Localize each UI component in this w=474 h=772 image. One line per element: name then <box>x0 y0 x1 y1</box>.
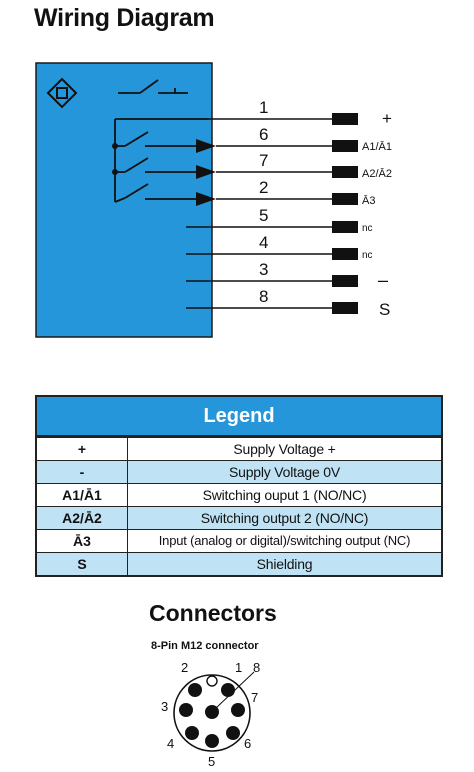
output-arrow <box>196 139 216 153</box>
connector-key <box>206 675 218 687</box>
svg-text:A1/Ā1: A1/Ā1 <box>362 141 392 153</box>
connector-label-3: 3 <box>161 699 168 714</box>
connector-label-7: 7 <box>251 690 258 705</box>
svg-text:5: 5 <box>259 206 268 225</box>
pin-lead-6: 6 A1/Ā1 <box>216 125 392 153</box>
sensor-body <box>35 62 213 338</box>
connector-pin-8 <box>205 705 219 719</box>
legend-symbol: A1/Ā1 <box>37 484 128 506</box>
connectors-title: Connectors <box>149 600 277 626</box>
legend-title: Legend <box>37 397 441 437</box>
wiring-diagram: 1 + 6 A1/Ā1 7 A2/Ā2 2 Ā3 5 nc 4 nc 3 – <box>35 62 392 338</box>
connector-pin-6 <box>226 726 240 740</box>
legend-symbol: + <box>37 438 128 460</box>
connector-pin-3 <box>179 703 193 717</box>
connector-label-2: 2 <box>181 660 188 675</box>
svg-text:7: 7 <box>259 151 268 170</box>
bus-junction <box>112 169 118 175</box>
internal-bus <box>114 118 212 203</box>
legend-symbol: Ā3 <box>37 530 128 552</box>
inductive-sensor-icon <box>46 77 78 109</box>
connector-label-8: 8 <box>253 660 260 675</box>
legend-row: A2/Ā2 Switching output 2 (NO/NC) <box>37 506 441 529</box>
connector-pin-5 <box>205 734 219 748</box>
pin-lead-5: 5 nc <box>212 206 373 234</box>
pin-lead-7: 7 A2/Ā2 <box>216 151 392 180</box>
legend-row: S Shielding <box>37 552 441 575</box>
legend-symbol: S <box>37 553 128 575</box>
output-arrow <box>196 165 216 179</box>
connector-label-4: 4 <box>167 736 174 751</box>
legend-description: Input (analog or digital)/switching outp… <box>158 533 411 548</box>
svg-text:8: 8 <box>259 287 268 306</box>
pin-lead-2: 2 Ā3 <box>216 178 375 207</box>
svg-text:nc: nc <box>362 223 373 234</box>
svg-text:3: 3 <box>259 260 268 279</box>
pin-lead-1: 1 + <box>212 98 392 128</box>
svg-text:nc: nc <box>362 250 373 261</box>
bus-junction <box>112 143 118 149</box>
legend-description: Shielding <box>256 556 313 572</box>
svg-text:–: – <box>378 270 388 290</box>
connector-label-1: 1 <box>235 660 242 675</box>
power-switch <box>118 79 188 94</box>
connector-label-5: 5 <box>208 754 215 769</box>
connector-pin-7 <box>231 703 245 717</box>
connector-pin-4 <box>185 726 199 740</box>
legend-symbol: A2/Ā2 <box>37 507 128 529</box>
legend-description: Switching output 2 (NO/NC) <box>200 510 369 526</box>
legend-row: A1/Ā1 Switching ouput 1 (NO/NC) <box>37 483 441 506</box>
svg-text:6: 6 <box>259 125 268 144</box>
svg-text:4: 4 <box>259 233 268 252</box>
pin-8-leader <box>215 671 255 709</box>
connector-pin-1 <box>221 683 235 697</box>
connector-pin-2 <box>188 683 202 697</box>
legend-description: Switching ouput 1 (NO/NC) <box>202 487 367 503</box>
svg-text:2: 2 <box>259 178 268 197</box>
legend-row: Ā3 Input (analog or digital)/switching o… <box>37 529 441 552</box>
legend-table: Legend + Supply Voltage + - Supply Volta… <box>35 395 443 577</box>
svg-text:+: + <box>382 109 392 128</box>
svg-text:A2/Ā2: A2/Ā2 <box>362 168 392 180</box>
legend-row: + Supply Voltage + <box>37 437 441 460</box>
nc-stubs <box>186 226 212 309</box>
page-title: Wiring Diagram <box>34 4 215 32</box>
output-arrow <box>196 192 216 206</box>
legend-description: Supply Voltage + <box>233 441 336 457</box>
pin-lead-8: 8 S <box>212 287 390 319</box>
legend-description: Supply Voltage 0V <box>228 464 341 480</box>
legend-symbol: - <box>37 461 128 483</box>
svg-text:Ā3: Ā3 <box>362 195 375 207</box>
pin-lead-4: 4 nc <box>212 233 373 261</box>
svg-text:S: S <box>379 300 390 319</box>
svg-text:1: 1 <box>259 98 268 117</box>
m12-connector-diagram: 1 2 3 4 5 6 7 8 <box>161 660 260 769</box>
pin-lead-3: 3 – <box>212 260 388 290</box>
connector-label-6: 6 <box>244 736 251 751</box>
legend-row: - Supply Voltage 0V <box>37 460 441 483</box>
connector-subtitle: 8-Pin M12 connector <box>151 640 259 652</box>
